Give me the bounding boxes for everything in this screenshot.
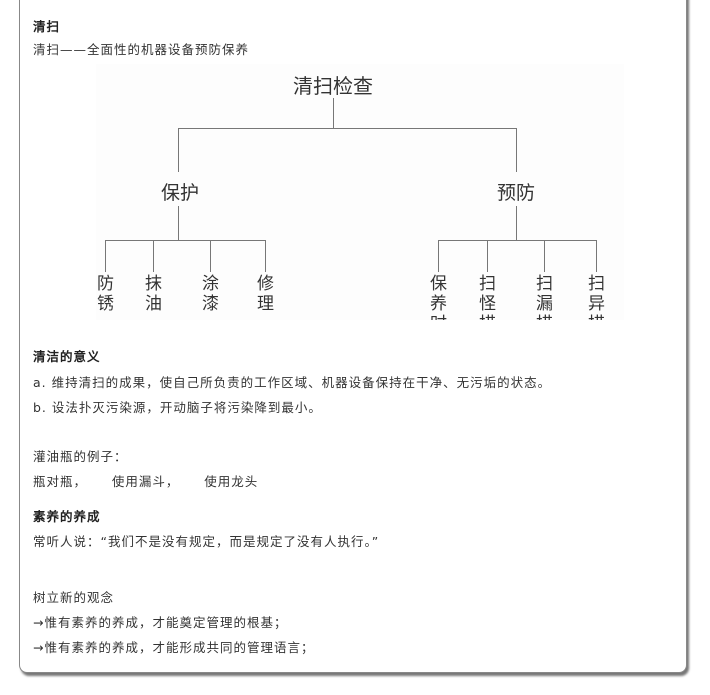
connector (333, 98, 334, 128)
connector (438, 240, 596, 241)
connector (178, 206, 179, 240)
diagram-branch-prevent: 预防 (496, 182, 536, 204)
example-title: 灌油瓶的例子： (33, 449, 128, 464)
concept-title: 树立新的观念 (33, 590, 115, 605)
diagram-leaf: 扫异措 (588, 274, 605, 320)
section-heading-discipline: 素养的养成 (33, 509, 101, 524)
diagram-leaf: 保养时 (430, 274, 447, 320)
cleaning-inspection-diagram: 清扫检查 保护 预防 防锈 抹油 涂漆 修理 保养时 扫怪措 扫漏措 扫异措 (96, 64, 624, 320)
connector (178, 128, 179, 172)
diagram-leaf: 修理 (257, 274, 274, 314)
diagram-leaf: 涂漆 (202, 274, 219, 314)
diagram-leaf: 防锈 (97, 274, 114, 314)
connector (516, 206, 517, 240)
diagram-branch-protect: 保护 (160, 182, 200, 204)
connector (178, 128, 516, 129)
concept-point: →惟有素养的养成，才能形成共同的管理语言； (33, 640, 315, 655)
text-line: b. 设法扑灭污染源，开动脑子将污染降到最小。 (33, 400, 322, 415)
example-line: 瓶对瓶， 使用漏斗， 使用龙头 (33, 474, 259, 489)
diagram-leaf: 抹油 (145, 274, 162, 314)
section-heading-cleaning: 清扫 (33, 19, 61, 34)
quote: 常听人说：“我们不是没有规定，而是规定了没有人执行。” (33, 534, 380, 549)
diagram-leaf: 扫漏措 (536, 274, 553, 320)
connector (516, 128, 517, 172)
diagram-leaf: 扫怪措 (479, 274, 496, 320)
connector (105, 240, 265, 241)
text-line: a. 维持清扫的成果，使自己所负责的工作区域、机器设备保持在干净、无污垢的状态。 (33, 375, 552, 390)
concept-point: →惟有素养的养成，才能奠定管理的根基； (33, 615, 288, 630)
section-heading-cleanliness: 清洁的意义 (33, 349, 101, 364)
section-subtitle: 清扫——全面性的机器设备预防保养 (33, 42, 250, 57)
diagram-root: 清扫检查 (293, 74, 373, 98)
